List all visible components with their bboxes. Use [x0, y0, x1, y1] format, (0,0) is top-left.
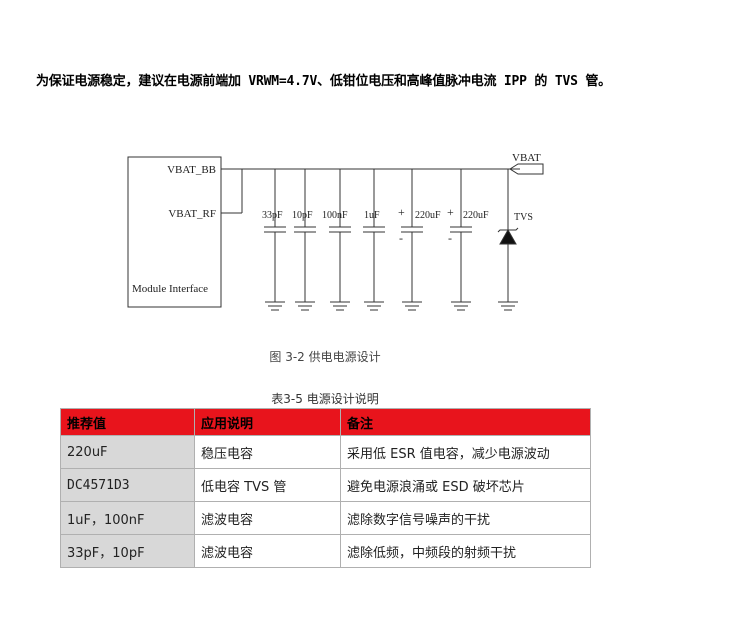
- capacitor-value-label: 1uF: [364, 210, 380, 221]
- figure-caption: 图 3-2 供电电源设计: [269, 350, 381, 364]
- pin-vbat-rf-label: VBAT_RF: [168, 208, 216, 220]
- table-cell: 滤波电容: [194, 534, 341, 568]
- vbat-port-symbol: [509, 163, 544, 175]
- capacitor: 100nF: [322, 169, 351, 311]
- intro-paragraph: 为保证电源稳定，建议在电源前端加 VRWM=4.7V、低钳位电压和高峰值脉冲电流…: [36, 74, 611, 89]
- capacitor-plus-sign: +: [447, 205, 454, 219]
- table-caption: 表3-5 电源设计说明: [271, 392, 379, 406]
- pin-vbat-bb-label: VBAT_BB: [167, 164, 216, 176]
- table-cell: 33pF，10pF: [60, 534, 195, 568]
- table-row: 220uF 稳压电容 采用低 ESR 值电容，减少电源波动: [60, 435, 591, 469]
- table-cell: DC4571D3: [60, 468, 195, 502]
- table-cell: 避免电源浪涌或 ESD 破坏芯片: [340, 468, 591, 502]
- capacitor-minus-sign: -: [448, 231, 452, 245]
- power-supply-circuit-diagram: VBAT_BB VBAT_RF Module Interface VBAT 33…: [127, 152, 544, 311]
- header-application: 应用说明: [194, 408, 341, 436]
- capacitor: 1uF: [363, 169, 385, 311]
- tvs-label: TVS: [514, 212, 533, 223]
- wires: [221, 168, 520, 214]
- table-row: DC4571D3 低电容 TVS 管 避免电源浪涌或 ESD 破坏芯片: [60, 468, 591, 502]
- capacitor-value-label: 220uF: [463, 210, 489, 221]
- ground-symbol: [498, 301, 518, 311]
- table-cell: 220uF: [60, 435, 195, 469]
- capacitor-plus-sign: +: [398, 205, 405, 219]
- capacitor-value-label: 220uF: [415, 210, 441, 221]
- table-cell: 稳压电容: [194, 435, 341, 469]
- table-row: 33pF，10pF 滤波电容 滤除低频，中频段的射频干扰: [60, 534, 591, 568]
- table-cell: 低电容 TVS 管: [194, 468, 341, 502]
- header-recommended-value: 推荐值: [60, 408, 195, 436]
- table-cell: 1uF，100nF: [60, 501, 195, 535]
- table-cell: 滤波电容: [194, 501, 341, 535]
- capacitor-value-label: 10pF: [292, 210, 313, 221]
- tvs-diode: [497, 169, 519, 302]
- power-design-table: 推荐值 应用说明 备注 220uF 稳压电容 采用低 ESR 值电容，减少电源波…: [60, 408, 591, 568]
- capacitor: 10pF: [292, 169, 316, 311]
- capacitor: 220uF + -: [447, 169, 489, 311]
- module-interface-label: Module Interface: [132, 283, 208, 295]
- vbat-label: VBAT: [512, 152, 541, 164]
- table-cell: 采用低 ESR 值电容，减少电源波动: [340, 435, 591, 469]
- capacitor-value-label: 100nF: [322, 210, 348, 221]
- table-header-row: 推荐值 应用说明 备注: [60, 408, 591, 436]
- table-cell: 滤除数字信号噪声的干扰: [340, 501, 591, 535]
- capacitor: 220uF + -: [398, 169, 441, 311]
- table-row: 1uF，100nF 滤波电容 滤除数字信号噪声的干扰: [60, 501, 591, 535]
- capacitor-minus-sign: -: [399, 231, 403, 245]
- table-cell: 滤除低频，中频段的射频干扰: [340, 534, 591, 568]
- capacitor-value-label: 33pF: [262, 210, 283, 221]
- module-interface-box: [127, 156, 222, 308]
- capacitor: 33pF: [262, 169, 286, 311]
- header-remarks: 备注: [340, 408, 591, 436]
